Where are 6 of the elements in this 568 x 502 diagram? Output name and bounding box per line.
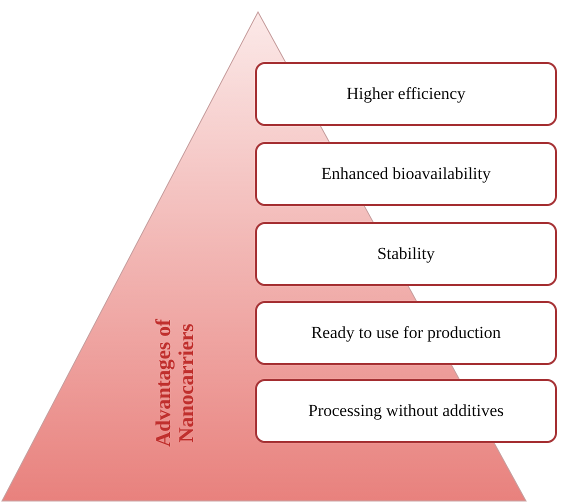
text-box: Processing without additives (255, 379, 557, 443)
vertical-title: Advantages of Nanocarriers (152, 318, 198, 449)
text-box: Enhanced bioavailability (255, 142, 557, 206)
text-box: Higher efficiency (255, 62, 557, 126)
text-box: Stability (255, 222, 557, 286)
text-box: Ready to use for production (255, 301, 557, 365)
